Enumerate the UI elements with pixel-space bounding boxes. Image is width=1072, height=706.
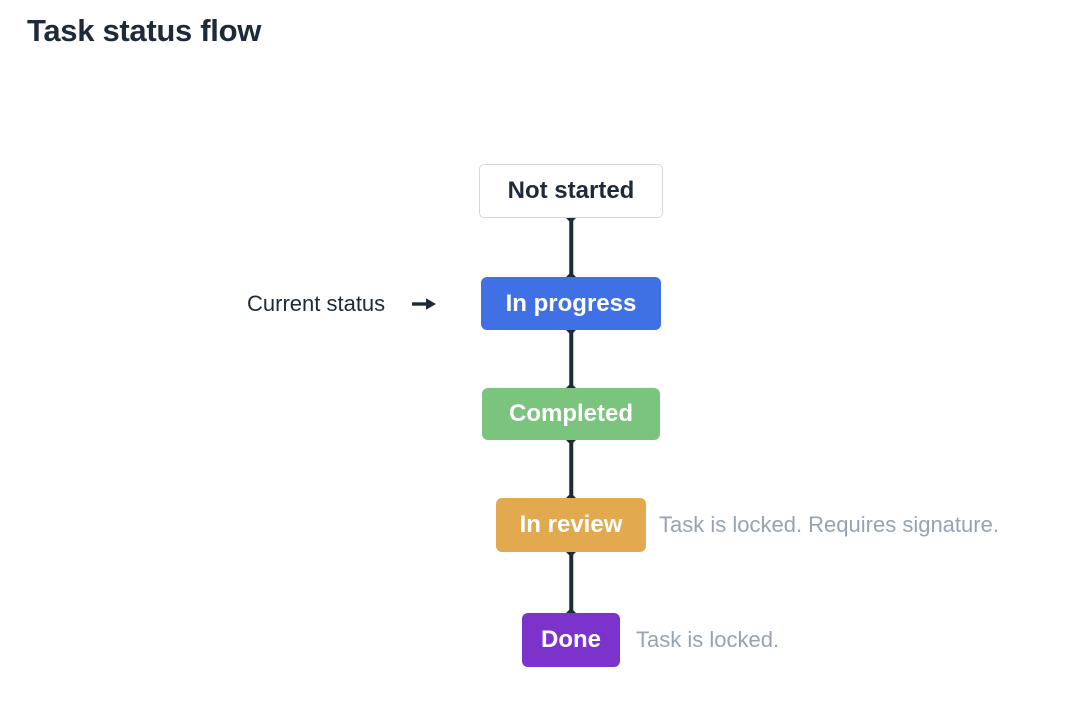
flow-connector — [565, 218, 577, 277]
page-title: Task status flow — [27, 13, 262, 48]
right-arrow-icon — [411, 297, 437, 311]
status-node-label: Not started — [507, 177, 635, 204]
connector-line — [569, 218, 573, 277]
connector-line — [569, 440, 573, 498]
status-node-in-review: In review — [496, 498, 646, 552]
current-status-pointer: Current status — [247, 277, 437, 330]
connector-line — [569, 330, 573, 388]
flow-connector — [565, 440, 577, 498]
connector-line — [569, 552, 573, 613]
status-node-label: In progress — [505, 289, 637, 317]
status-node-label: In review — [519, 511, 623, 538]
status-node-completed: Completed — [482, 388, 660, 440]
lock-note-done: Task is locked. — [636, 627, 780, 652]
status-node-in-progress: In progress — [481, 277, 661, 330]
flow-connector — [565, 552, 577, 613]
flow-connector — [565, 330, 577, 388]
status-node-done: Done — [522, 613, 620, 667]
status-node-label: Completed — [508, 400, 633, 427]
status-node-not-started: Not started — [479, 164, 663, 218]
status-node-label: Done — [541, 626, 601, 653]
lock-note-in-review: Task is locked. Requires signature. — [659, 512, 999, 537]
current-status-label: Current status — [247, 290, 386, 316]
